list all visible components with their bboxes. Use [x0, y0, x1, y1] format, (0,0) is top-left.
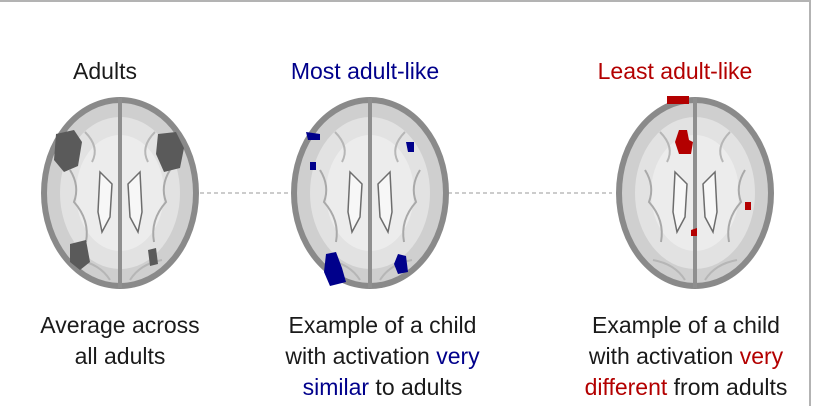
brain-slice-most-adult-like — [280, 92, 460, 292]
caption-segment: different — [585, 374, 668, 400]
caption-line: with activation very — [555, 341, 817, 372]
caption-line: Example of a child — [555, 310, 817, 341]
panel-title-adults: Adults — [30, 58, 180, 85]
caption-segment: very — [740, 343, 783, 369]
panel-title-least-adult-like: Least adult-like — [560, 58, 790, 85]
activation-blob — [310, 162, 316, 170]
caption-adults: Average across all adults — [25, 310, 215, 372]
caption-segment: Average across — [40, 312, 199, 338]
caption-line: different from adults — [555, 372, 817, 403]
caption-segment: with activation — [589, 343, 740, 369]
brain-slice-adults — [30, 92, 210, 292]
caption-segment: from adults — [667, 374, 787, 400]
caption-line: all adults — [25, 341, 215, 372]
activation-blob — [745, 202, 751, 210]
caption-segment: to adults — [369, 374, 462, 400]
caption-line: with activation very — [245, 341, 520, 372]
caption-segment: all adults — [75, 343, 166, 369]
caption-segment: Example of a child — [592, 312, 780, 338]
caption-line: Average across — [25, 310, 215, 341]
caption-line: Example of a child — [245, 310, 520, 341]
activation-blob — [667, 96, 689, 104]
panel-title-most-adult-like: Most adult-like — [255, 58, 475, 85]
caption-line: similar to adults — [245, 372, 520, 403]
caption-segment: similar — [303, 374, 369, 400]
caption-segment: Example of a child — [289, 312, 477, 338]
brain-slice-least-adult-like — [605, 92, 785, 292]
caption-segment: with activation — [285, 343, 436, 369]
caption-segment: very — [436, 343, 479, 369]
